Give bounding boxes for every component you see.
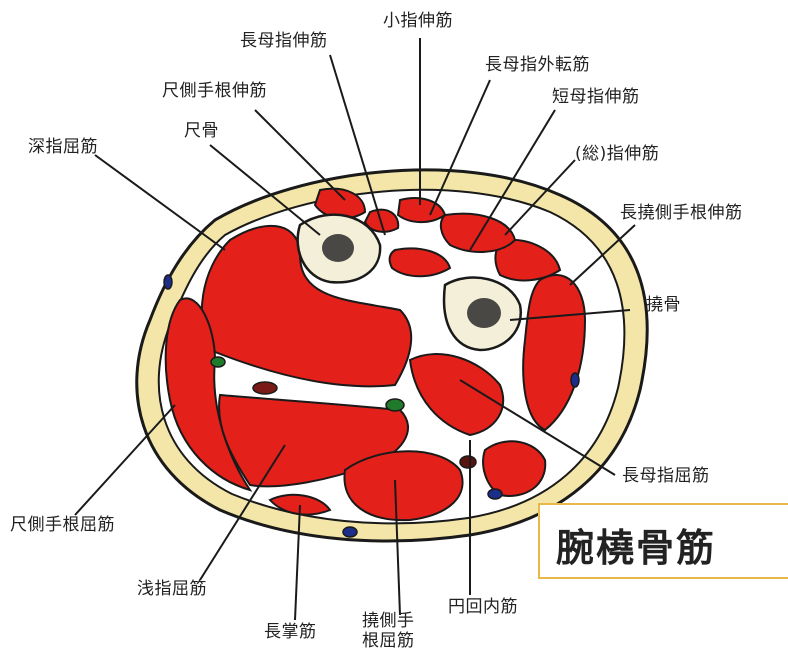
label-palmaris-longus: 長掌筋 [264, 622, 317, 642]
nerve-1 [210, 356, 226, 368]
label-ext-digitorum: (総)指伸筋 [575, 144, 660, 164]
muscle-flexor-carpi-radialis [343, 450, 464, 522]
muscle-brachioradialis [522, 274, 587, 432]
highlight-box: 腕橈骨筋 [538, 503, 788, 579]
muscle-flexor-pollicis-longus [408, 353, 505, 437]
label-fl-carpi-radialis-line2: 根屈筋 [362, 631, 415, 651]
label-fl-dig-profundus: 深指屈筋 [28, 137, 98, 157]
vessel-2 [163, 274, 173, 290]
label-fl-carpi-ulnaris: 尺側手根屈筋 [10, 515, 115, 535]
ulna-marrow [322, 234, 354, 262]
leader-lines [74, 38, 636, 621]
muscle-ext-carpi-ulnaris [313, 187, 367, 220]
label-ext-digiti-minimi: 小指伸筋 [383, 11, 453, 31]
label-abd-pollicis-longus: 長母指外転筋 [485, 55, 590, 75]
muscle-flexor-carpi-ulnaris [164, 297, 253, 492]
vessel-5 [570, 372, 580, 388]
muscle-ext-digitorum [439, 212, 517, 253]
label-ext-carpi-rad-longus: 長撓側手根伸筋 [620, 203, 743, 223]
vessel-1 [252, 381, 278, 395]
label-fl-dig-superficialis: 浅指屈筋 [137, 579, 207, 599]
label-fl-pollicis-longus: 長母指屈筋 [622, 466, 710, 486]
highlight-label-brachioradialis: 腕橈骨筋 [556, 526, 717, 570]
vessel-3 [342, 526, 358, 538]
muscle-ext-digiti-minimi [396, 197, 447, 224]
label-ext-carpi-ulnaris: 尺側手根伸筋 [162, 81, 267, 101]
muscle-ext-carpi-radialis-longus [494, 238, 562, 282]
label-ext-pollicis-brevis: 短母指伸筋 [552, 87, 640, 107]
muscle-ext-pollicis-brevis [388, 247, 452, 278]
nerve-2 [385, 398, 405, 412]
label-pronator-teres: 円回内筋 [448, 597, 518, 617]
label-ext-pollicis-longus: 長母指伸筋 [240, 31, 328, 51]
radius-marrow [467, 298, 501, 328]
label-fl-carpi-radialis-line1: 撓側手 [362, 611, 415, 631]
vessel-6 [459, 455, 477, 469]
label-ulna: 尺骨 [184, 121, 219, 141]
muscle-palmaris-longus [268, 493, 332, 516]
label-radius: 撓骨 [646, 295, 681, 315]
vessel-4 [487, 488, 503, 500]
muscle-pronator-teres [482, 440, 547, 497]
